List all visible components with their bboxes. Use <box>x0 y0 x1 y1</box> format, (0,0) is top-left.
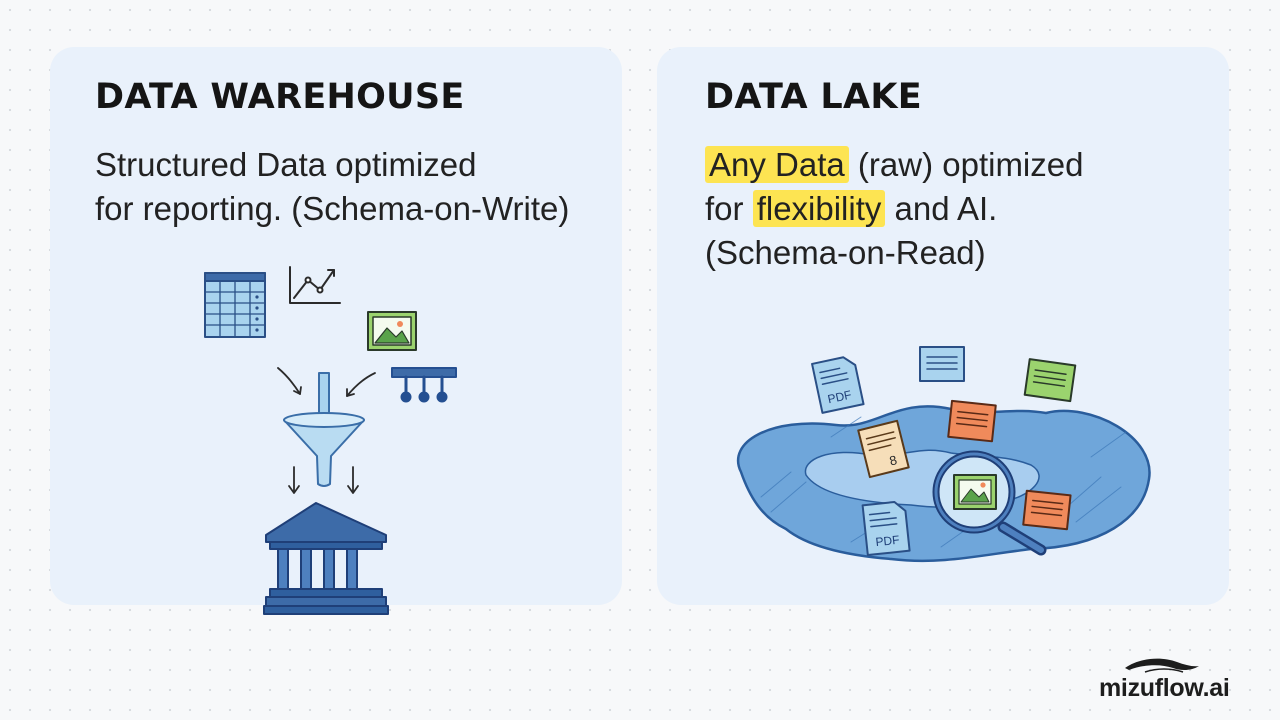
lake-desc-line3: (Schema-on-Read) <box>705 234 986 271</box>
funnel-icon <box>283 372 365 487</box>
text-document-icon <box>1023 358 1077 403</box>
warehouse-description: Structured Data optimized for reporting.… <box>95 143 569 231</box>
warehouse-title: DATA WAREHOUSE <box>95 77 465 117</box>
data-warehouse-card: DATA WAREHOUSE Structured Data optimized… <box>50 47 622 615</box>
pdf-label-bottom: PDF <box>875 533 900 549</box>
text-document-icon <box>947 399 997 443</box>
pdf-label-top: PDF <box>826 388 852 407</box>
brand-name: mizuflow.ai <box>1099 674 1230 702</box>
hierarchy-icon <box>391 367 457 403</box>
text-document-icon: 8 <box>857 419 910 479</box>
pdf-document-icon: PDF <box>861 500 911 557</box>
wave-logo-icon <box>1125 658 1199 673</box>
highlight-any-data: Any Data <box>705 146 849 183</box>
lake-desc-line1-rest: (raw) optimized <box>848 146 1084 183</box>
table-icon <box>204 272 266 338</box>
magnifier-icon <box>932 450 1047 556</box>
pdf-document-icon: PDF <box>811 356 865 414</box>
brand-logo: mizuflow.ai <box>1099 656 1239 706</box>
image-icon <box>953 474 997 510</box>
lake-desc-line2-pre: for <box>705 190 753 227</box>
text-document-icon <box>1022 489 1072 531</box>
warehouse-illustration <box>204 266 457 615</box>
image-icon <box>367 311 417 351</box>
lake-description: Any Data (raw) optimized for flexibility… <box>705 143 1083 275</box>
building-icon <box>263 502 389 615</box>
warehouse-desc-line1: Structured Data optimized <box>95 146 477 183</box>
lake-title: DATA LAKE <box>705 77 922 117</box>
warehouse-desc-line2: for reporting. (Schema-on-Write) <box>95 190 570 227</box>
note-mark: 8 <box>888 452 899 468</box>
highlight-flexibility: flexibility <box>752 190 886 227</box>
text-document-icon <box>919 346 965 382</box>
lake-desc-line2-post: and AI. <box>885 190 998 227</box>
lake-illustration: PDF 8 <box>736 346 1151 563</box>
data-lake-card: DATA LAKE Any Data (raw) optimized for f… <box>657 47 1229 605</box>
line-chart-icon <box>289 266 341 304</box>
